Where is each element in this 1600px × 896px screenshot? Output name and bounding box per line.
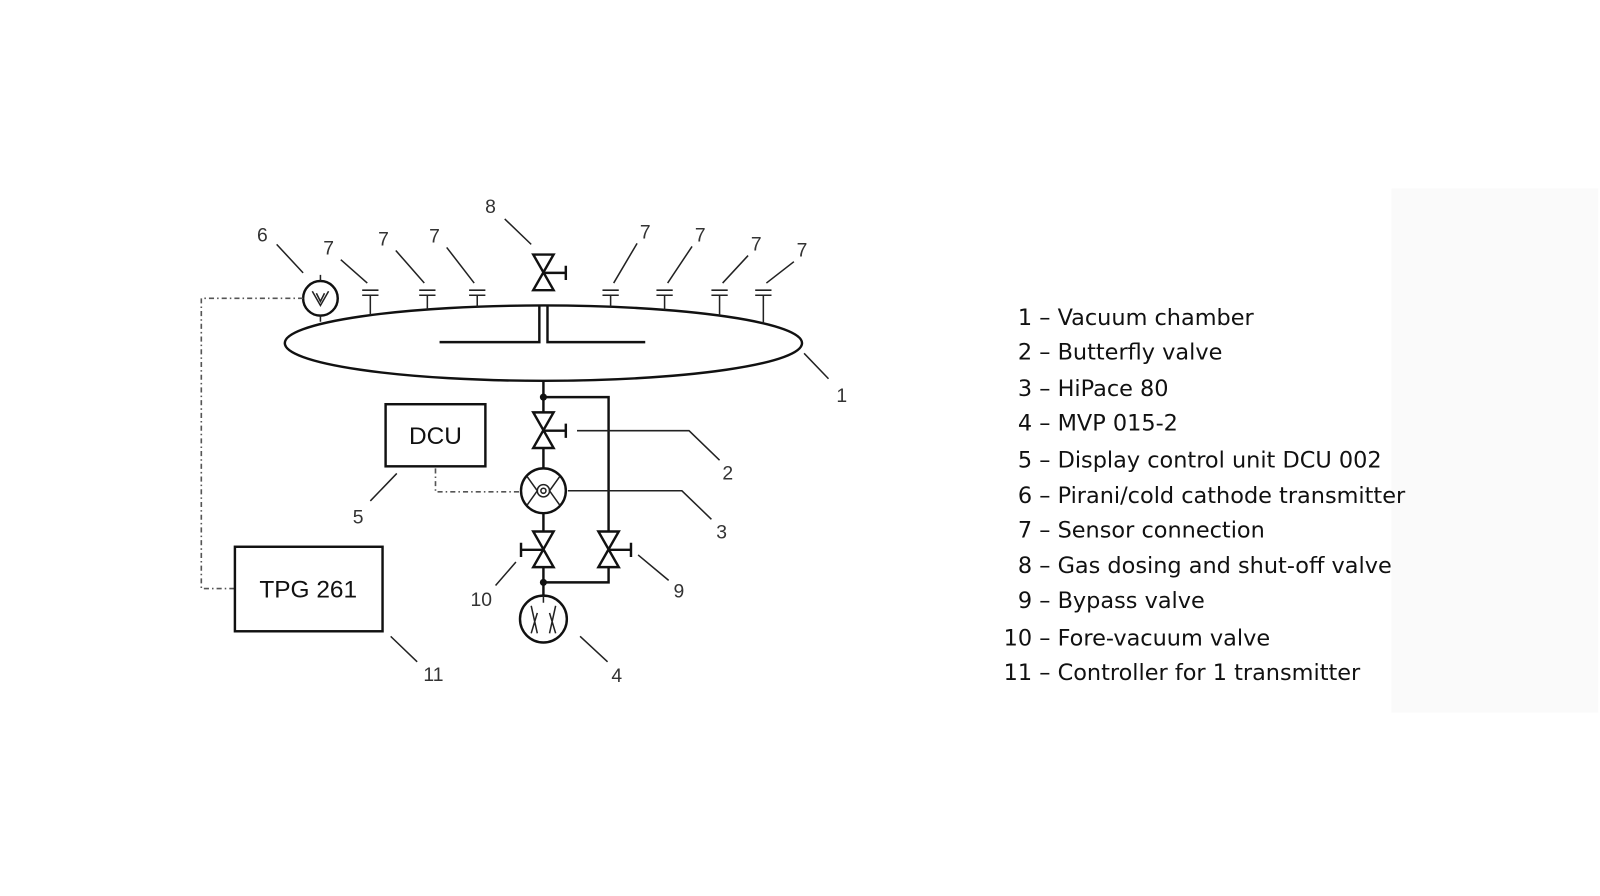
callout-9: 9	[673, 581, 684, 603]
callout-10: 10	[471, 589, 493, 611]
bypass-valve-icon	[596, 530, 633, 569]
vacuum-chamber	[283, 304, 804, 383]
callout-7: 7	[751, 233, 762, 255]
legend-number: 4	[1018, 411, 1032, 437]
legend-text: – Fore-vacuum valve	[1039, 626, 1270, 652]
legend-text: – Pirani/cold cathode transmitter	[1039, 483, 1406, 509]
legend-number: 3	[1018, 376, 1032, 402]
dcu-cable	[434, 468, 522, 493]
callout-8: 8	[485, 196, 496, 218]
callout-leader	[613, 242, 638, 284]
legend-item: 3 – HiPace 80	[1018, 376, 1169, 402]
junction-dot	[539, 393, 547, 401]
pirani-transmitter-icon	[301, 274, 339, 322]
legend-text: – Bypass valve	[1039, 588, 1205, 614]
legend-item: 2 – Butterfly valve	[1018, 339, 1222, 365]
backing-pump-icon	[518, 594, 569, 644]
sensor-connections	[340, 242, 795, 324]
callout-7: 7	[323, 238, 334, 260]
callout-6: 6	[257, 224, 268, 246]
legend-item: 4 – MVP 015-2	[1018, 411, 1178, 437]
legend-panel-background	[1391, 188, 1599, 713]
legend-number: 6	[1018, 483, 1032, 509]
legend-item: 11– Controller for 1 transmitter	[1004, 660, 1361, 686]
callout-7: 7	[797, 240, 808, 262]
callout-7: 7	[378, 228, 389, 250]
legend-number: 9	[1018, 588, 1032, 614]
legend-item: 8 – Gas dosing and shut-off valve	[1018, 553, 1392, 579]
sensor-connection-icon	[395, 249, 436, 310]
legend-text: – Display control unit DCU 002	[1039, 447, 1381, 473]
callout-2: 2	[722, 463, 733, 485]
sensor-connection-icon	[602, 242, 638, 307]
legend-number: 8	[1018, 553, 1032, 579]
legend-item: 7 – Sensor connection	[1018, 518, 1265, 544]
callout-5: 5	[353, 506, 364, 528]
legend-text: – Controller for 1 transmitter	[1039, 660, 1361, 686]
gas-dosing-valve-icon	[531, 253, 568, 292]
legend-text: – MVP 015-2	[1039, 411, 1178, 437]
callout-7: 7	[429, 225, 440, 247]
callout-leader	[765, 261, 795, 284]
legend-text: – Vacuum chamber	[1039, 305, 1254, 331]
callout-leader	[722, 255, 749, 284]
sensor-connection-icon	[656, 245, 693, 310]
sensor-connection-icon	[755, 261, 795, 324]
junction-dot	[539, 578, 547, 586]
transmitter-cable	[200, 297, 304, 590]
callout-4: 4	[611, 665, 622, 687]
legend-number: 7	[1018, 518, 1032, 544]
sensor-connection-icon	[711, 255, 749, 316]
sensor-connection-icon	[446, 246, 486, 307]
chamber-inner-pipe	[439, 305, 646, 344]
legend-number: 2	[1018, 339, 1032, 365]
callout-leaders	[276, 218, 830, 663]
callout-leader	[446, 246, 475, 284]
callout-7: 7	[640, 221, 651, 243]
turbo-pump-icon	[519, 467, 568, 515]
dcu-box: DCU	[384, 402, 487, 468]
legend-item: 5 – Display control unit DCU 002	[1018, 447, 1382, 473]
callout-3: 3	[716, 522, 727, 544]
legend-number: 11	[1004, 660, 1033, 686]
callout-leader	[395, 249, 425, 284]
callout-11: 11	[423, 664, 443, 686]
legend-item: 6 – Pirani/cold cathode transmitter	[1018, 483, 1406, 509]
legend-number: 5	[1018, 447, 1032, 473]
legend-text: – Sensor connection	[1039, 518, 1265, 544]
butterfly-valve-icon	[531, 411, 568, 450]
legend-item: 10– Fore-vacuum valve	[1004, 626, 1271, 652]
callout-7: 7	[695, 224, 706, 246]
tpg-controller-box: TPG 261	[233, 545, 384, 633]
legend-text: – HiPace 80	[1039, 376, 1168, 402]
fore-vacuum-valve-icon	[519, 530, 556, 569]
tpg-label: TPG 261	[259, 577, 357, 604]
legend-number: 1	[1018, 305, 1032, 331]
legend: 1 – Vacuum chamber 2 – Butterfly valve 3 – Hi…	[1004, 305, 1406, 686]
legend-text: – Butterfly valve	[1039, 339, 1222, 365]
legend-text: – Gas dosing and shut-off valve	[1039, 553, 1392, 579]
callout-leader	[340, 259, 368, 284]
callout-leader	[667, 245, 693, 284]
legend-item: 1 – Vacuum chamber	[1018, 305, 1255, 331]
sensor-connection-icon	[340, 259, 379, 316]
legend-item: 9 – Bypass valve	[1018, 588, 1205, 614]
dcu-label: DCU	[409, 423, 462, 450]
callout-1: 1	[836, 385, 847, 407]
legend-number: 10	[1004, 626, 1033, 652]
